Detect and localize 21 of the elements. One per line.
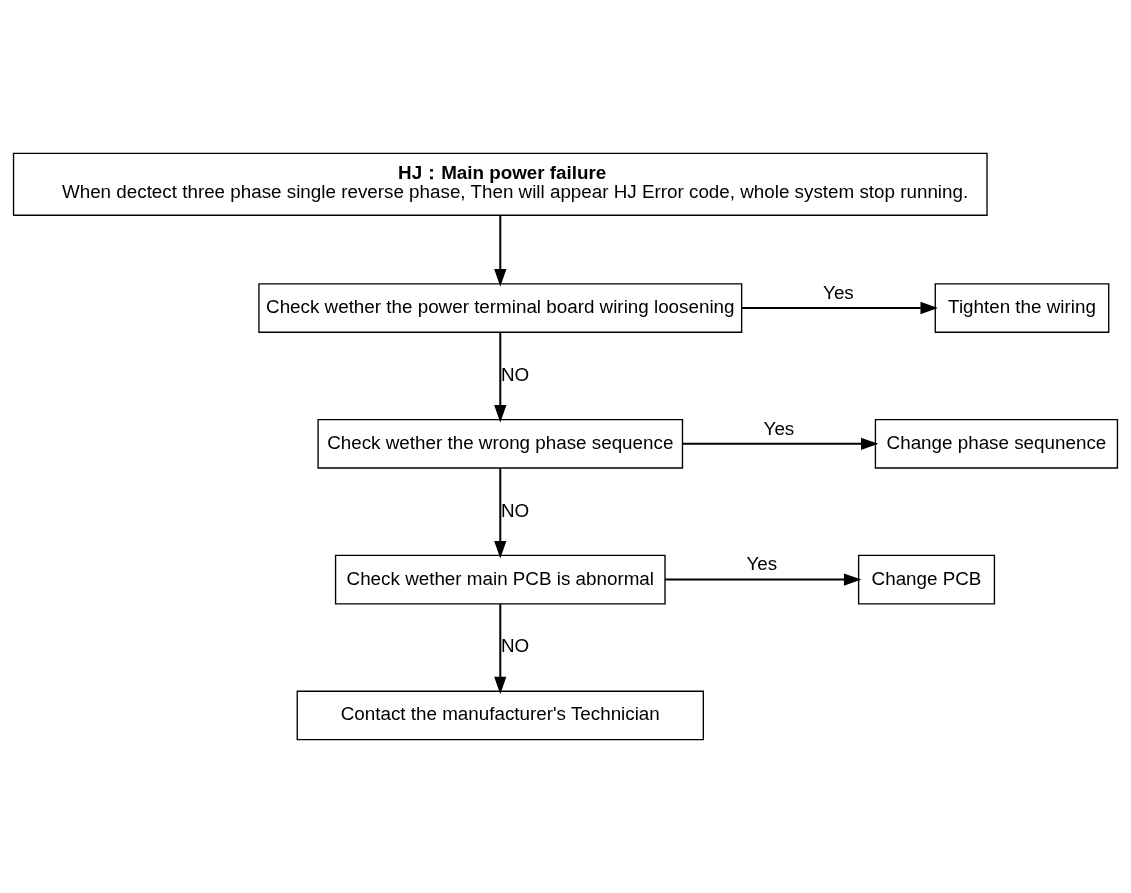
arrow xyxy=(682,437,879,450)
arrow xyxy=(741,301,938,315)
node-box: Check wether the wrong phase sequence xyxy=(317,418,684,469)
edge-label: NO xyxy=(500,499,530,521)
arrow xyxy=(494,215,507,287)
arrow xyxy=(665,573,862,586)
arrow xyxy=(494,468,507,559)
node-box: Change PCB xyxy=(857,554,996,605)
node-box: Contact the manufacturer's Technician xyxy=(296,690,704,741)
node-box: Check wether main PCB is abnormal xyxy=(334,554,666,605)
node-box: Check wether the power terminal board wiring loosening xyxy=(258,283,743,333)
edge-label: Yes xyxy=(823,281,854,303)
edge-label: Yes xyxy=(746,553,778,575)
edge-label: Yes xyxy=(763,417,795,439)
node-box: Tighten the wiring xyxy=(934,283,1110,333)
node-box: Change phase sequnence xyxy=(874,418,1119,469)
arrow xyxy=(494,604,507,695)
edge-label: NO xyxy=(500,635,530,657)
arrow xyxy=(494,332,507,423)
edge-label: NO xyxy=(500,363,530,385)
node-box: HJ：Main power failure When dectect three phase single reverse phase, Then will appear HJ Error code, whole system stop running. xyxy=(12,152,988,216)
